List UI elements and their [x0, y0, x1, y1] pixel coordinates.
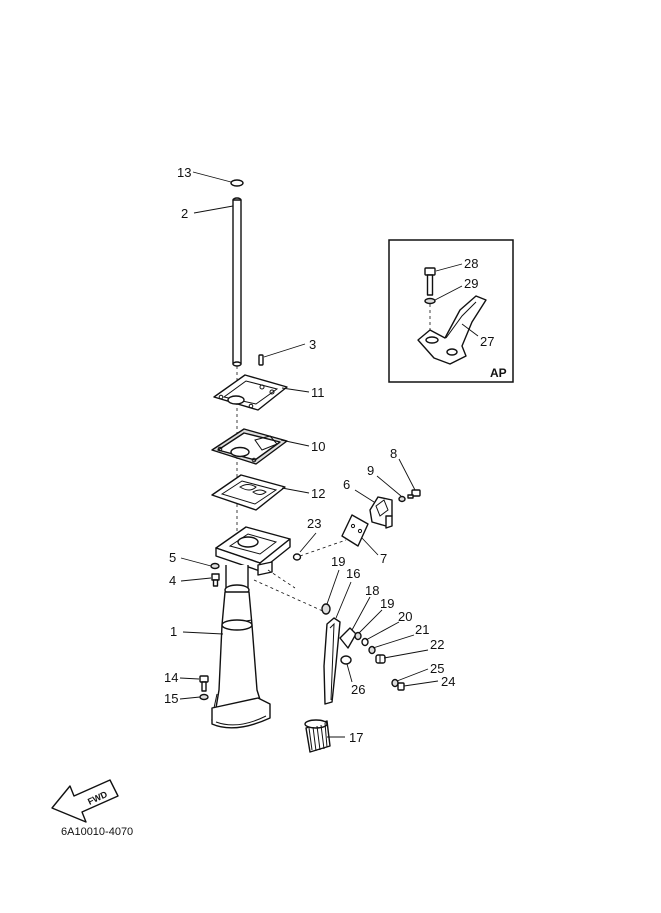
callout-27: 27 — [480, 334, 494, 349]
callout-12: 12 — [311, 486, 325, 501]
part-1-lower-casing — [211, 526, 291, 729]
callout-28: 28 — [464, 256, 478, 271]
callout-25: 25 — [430, 661, 444, 676]
part-10-gasket — [211, 428, 288, 465]
part-20-spring — [361, 637, 369, 647]
assembly-dash-lines — [253, 539, 347, 613]
callout-26: 26 — [351, 682, 365, 697]
part-14-bolt — [199, 675, 209, 692]
part-8-bolt — [407, 489, 421, 499]
part-16-tiller-arm — [323, 617, 341, 705]
callout-22: 22 — [430, 637, 444, 652]
callout-18: 18 — [365, 583, 379, 598]
callout-10: 10 — [311, 439, 325, 454]
fwd-direction-arrow-icon: FWD — [51, 779, 119, 823]
part-6-bracket — [369, 496, 393, 529]
part-27-bracket — [417, 295, 487, 365]
inset-label-ap: AP — [490, 366, 507, 380]
callout-20: 20 — [398, 609, 412, 624]
callout-2: 2 — [181, 206, 188, 221]
callout-23: 23 — [307, 516, 321, 531]
callout-6: 6 — [343, 477, 350, 492]
callout-24: 24 — [441, 674, 455, 689]
part-9-washer — [398, 495, 406, 503]
callout-11: 11 — [311, 385, 325, 400]
callout-5: 5 — [169, 550, 176, 565]
inset-box-ap — [388, 239, 514, 383]
part-19-collar-right — [354, 631, 362, 641]
part-12-frame-gasket — [211, 474, 286, 511]
callout-15: 15 — [164, 691, 178, 706]
part-7-plate — [341, 514, 369, 547]
part-13-cap — [230, 179, 244, 187]
part-26-bushing — [340, 655, 352, 665]
part-19-collar-left — [321, 603, 331, 615]
part-22-knob — [375, 654, 386, 664]
callout-19-left: 19 — [331, 554, 345, 569]
callout-14: 14 — [164, 670, 178, 685]
callout-8: 8 — [390, 446, 397, 461]
part-23-grommet — [292, 553, 302, 561]
callout-19-right: 19 — [380, 596, 394, 611]
callout-17: 17 — [349, 730, 363, 745]
callout-13: 13 — [177, 165, 191, 180]
callout-4: 4 — [169, 573, 176, 588]
callout-9: 9 — [367, 463, 374, 478]
part-15-washer — [199, 693, 209, 701]
part-2-upper-tube — [232, 197, 242, 367]
callout-3: 3 — [309, 337, 316, 352]
part-24-screw — [397, 682, 405, 691]
part-28-bolt — [424, 267, 436, 296]
diagram-code: 6A10010-4070 — [61, 826, 133, 838]
callout-7: 7 — [380, 551, 387, 566]
callout-1: 1 — [170, 624, 177, 639]
callout-16: 16 — [346, 566, 360, 581]
part-3-dowel-pin — [258, 354, 264, 366]
leader-lines — [179, 171, 479, 738]
part-11-plate — [213, 374, 288, 411]
callout-labels: 13 2 3 11 10 12 8 9 6 23 7 5 4 19 16 18 … — [164, 165, 507, 745]
callout-29: 29 — [464, 276, 478, 291]
part-17-grip — [304, 719, 331, 753]
callout-21: 21 — [415, 622, 429, 637]
part-29-washer — [424, 297, 436, 305]
part-18-link — [339, 627, 357, 649]
part-5-washer — [210, 562, 220, 570]
part-4-bolt — [211, 573, 220, 587]
